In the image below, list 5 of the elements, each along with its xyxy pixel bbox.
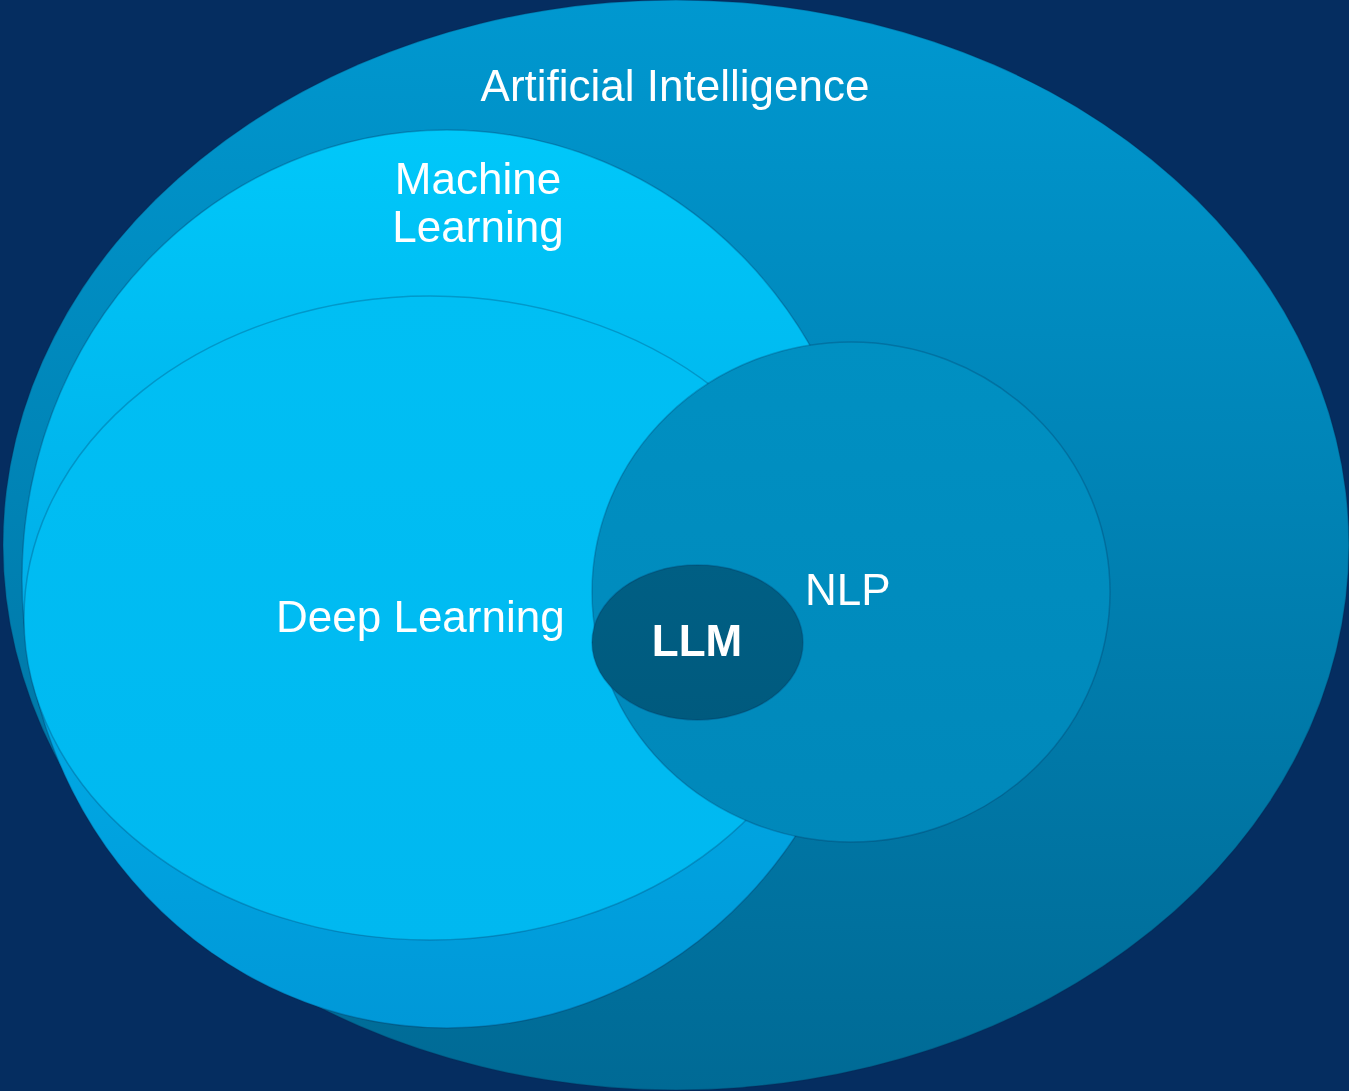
set-label: Deep Learning — [276, 593, 565, 642]
set-label: Machine Learning — [391, 155, 565, 252]
set-label: LLM — [651, 617, 743, 666]
set-label: NLP — [805, 566, 891, 615]
set-label: Artificial Intelligence — [480, 62, 870, 111]
